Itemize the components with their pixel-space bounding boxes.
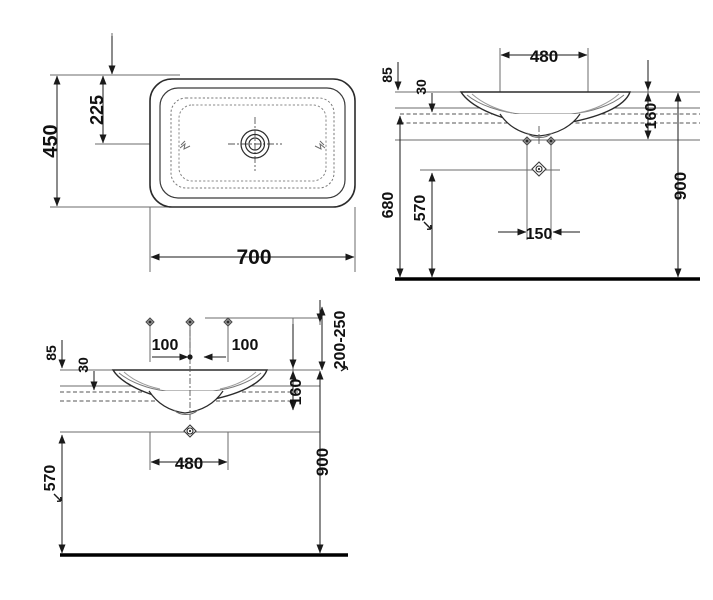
dim-480-side: 480 bbox=[150, 454, 228, 473]
waste-outlet-front bbox=[531, 161, 547, 177]
overflow-marker-left bbox=[179, 140, 191, 150]
dim-100-right: 100 bbox=[203, 337, 259, 361]
dim-label-900-front: 900 bbox=[671, 172, 690, 200]
dim-30-front: 30 bbox=[413, 79, 436, 113]
dim-570-front: 570 bbox=[412, 172, 436, 278]
dim-680-front: 680 bbox=[380, 115, 404, 278]
dim-225: 225 bbox=[87, 75, 107, 144]
side-section-view: 200-250 100 100 85 30 160 bbox=[42, 300, 349, 557]
dim-label-570-front: 570 bbox=[412, 195, 429, 222]
dim-85-side: 85 bbox=[43, 340, 66, 369]
dim-label-160-front: 160 bbox=[643, 103, 660, 130]
dim-label-100-left: 100 bbox=[152, 337, 179, 354]
dim-85-front: 85 bbox=[379, 62, 402, 91]
tap-hole-right bbox=[223, 317, 233, 327]
fixing-marker-right bbox=[546, 136, 556, 146]
basin-bowl-outline-inner bbox=[178, 104, 327, 182]
drain-symbol bbox=[228, 117, 282, 171]
dim-label-225: 225 bbox=[87, 95, 107, 125]
dim-160-front: 160 bbox=[643, 92, 660, 140]
dim-900-side: 900 bbox=[313, 370, 332, 554]
dim-label-680-front: 680 bbox=[380, 192, 397, 219]
dim-480-front: 480 bbox=[500, 47, 588, 66]
dim-label-85-front: 85 bbox=[379, 67, 395, 83]
dim-label-100-right: 100 bbox=[232, 337, 259, 354]
dim-570-side-marker bbox=[53, 493, 62, 502]
dim-100-left: 100 bbox=[152, 337, 189, 361]
overflow-marker-right bbox=[314, 140, 326, 150]
basin-profile-side bbox=[111, 330, 269, 420]
center-axis-dot bbox=[187, 354, 193, 360]
dim-30-side: 30 bbox=[75, 357, 98, 391]
dim-label-570-side: 570 bbox=[42, 465, 59, 492]
dim-150-front: 150 bbox=[498, 226, 580, 243]
dim-160-side: 160 bbox=[288, 370, 305, 411]
dim-label-450: 450 bbox=[40, 124, 62, 157]
dim-450: 450 bbox=[40, 75, 62, 207]
basin-rim-edge bbox=[159, 87, 346, 199]
dim-label-700: 700 bbox=[236, 246, 271, 269]
dim-700: 700 bbox=[150, 246, 355, 269]
basin-bowl-outline-outer bbox=[170, 97, 335, 189]
dim-label-200-250: 200-250 bbox=[332, 311, 349, 370]
dim-label-30-side: 30 bbox=[75, 357, 91, 373]
dim-200-250-marker bbox=[340, 365, 349, 372]
plan-view: 450 225 700 bbox=[40, 33, 356, 272]
dim-label-480-front: 480 bbox=[530, 47, 558, 66]
tap-hole-center bbox=[185, 317, 195, 327]
dim-200-250: 200-250 bbox=[318, 306, 349, 372]
waste-outlet-side bbox=[183, 424, 197, 438]
dim-label-85-side: 85 bbox=[43, 345, 59, 361]
tap-hole-left bbox=[145, 317, 155, 327]
dim-label-480-side: 480 bbox=[175, 454, 203, 473]
dim-label-900-side: 900 bbox=[313, 448, 332, 476]
dim-570-front-marker bbox=[423, 221, 432, 230]
front-section-view: 480 85 30 160 900 680 570 bbox=[379, 47, 700, 281]
dim-label-160-side: 160 bbox=[288, 379, 305, 406]
dim-label-30-front: 30 bbox=[413, 79, 429, 95]
basin-profile-front bbox=[459, 91, 631, 146]
fixing-marker-left bbox=[522, 136, 532, 146]
dim-570-side: 570 bbox=[42, 434, 66, 554]
dim-900-front: 900 bbox=[671, 92, 690, 278]
dim-label-150-front: 150 bbox=[526, 226, 553, 243]
